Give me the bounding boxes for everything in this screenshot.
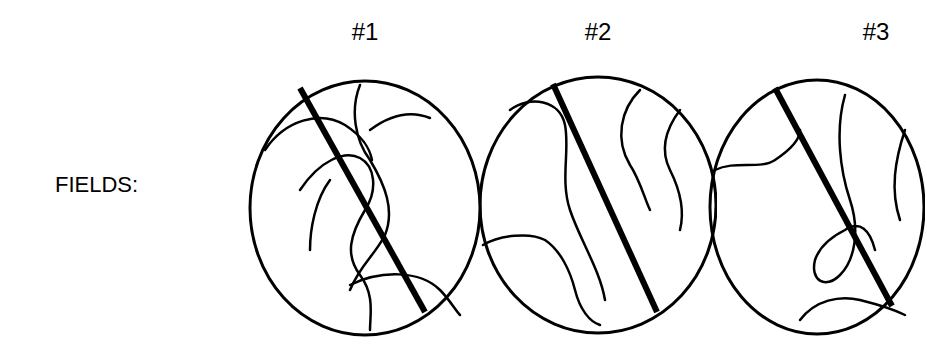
field-number: #2 <box>479 20 717 44</box>
microscope-field: #1 <box>248 0 482 342</box>
fiber <box>483 235 600 325</box>
reference-line <box>300 88 425 312</box>
fiber <box>510 102 605 300</box>
fiber <box>895 130 905 220</box>
field-outline <box>707 0 925 342</box>
fiber <box>300 155 373 330</box>
reference-line <box>553 84 657 312</box>
reference-line <box>775 88 892 306</box>
fiber <box>621 90 650 210</box>
fiber <box>370 114 430 130</box>
row-label: FIELDS: <box>55 174 138 196</box>
field-number: #3 <box>767 20 927 44</box>
fiber <box>665 110 682 230</box>
field-circle <box>480 77 716 333</box>
field-outline <box>248 0 482 342</box>
field-outline <box>479 0 717 342</box>
fiber <box>310 180 330 250</box>
microscope-field: #2 <box>479 0 717 342</box>
field-circle <box>710 80 924 334</box>
microscope-field: #3 <box>707 0 925 342</box>
field-circle <box>250 81 480 335</box>
field-number: #1 <box>248 20 482 44</box>
